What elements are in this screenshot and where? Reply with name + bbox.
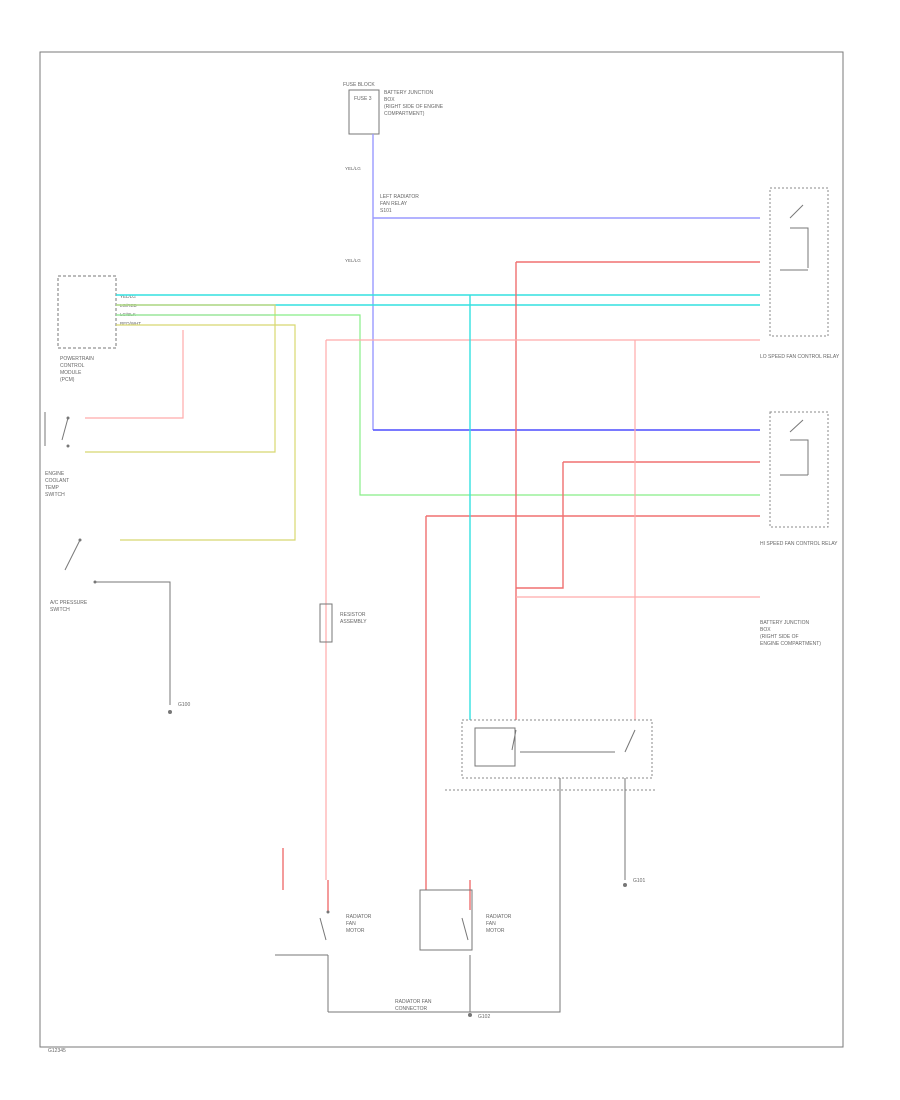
pcm-label-1: POWERTRAIN (60, 356, 94, 362)
ground-label-2: G101 (633, 878, 645, 884)
motor-label-6: MOTOR (486, 928, 505, 934)
lo-relay-label: LO SPEED FAN CONTROL RELAY (760, 354, 840, 360)
motor-label-1: RADIATOR (346, 914, 372, 920)
pcm-label-3: MODULE (60, 370, 82, 376)
fuse-block-label-3: BOX (384, 97, 395, 103)
wire-violet-main: YEL/LG YEL/LG LEFT RADIATOR FAN RELAY S1… (345, 134, 760, 431)
diagram-frame (39, 51, 844, 1048)
pcm-module: POWERTRAIN CONTROL MODULE (PCM) YEL/LG L… (57, 275, 141, 383)
bottom-conn-label-2: CONNECTOR (395, 1006, 428, 1012)
battery-junction: BATTERY JUNCTION BOX (RIGHT SIDE OF ENGI… (760, 620, 821, 647)
splice-label-1: LEFT RADIATOR (380, 194, 419, 200)
hi-speed-relay: HI SPEED FAN CONTROL RELAY (760, 411, 838, 547)
fuse-block-label-1: FUSE BLOCK (343, 82, 375, 88)
switch-label-4: SWITCH (45, 492, 65, 498)
hi-relay-label: HI SPEED FAN CONTROL RELAY (760, 541, 838, 547)
ac-pressure-switch: A/C PRESSURE SWITCH G100 (50, 538, 190, 714)
bottom-conn-label-1: RADIATOR FAN (395, 999, 432, 1005)
wire-label-top-2: YEL/LG (345, 258, 361, 263)
switch-label-3: TEMP (45, 485, 60, 491)
motor-label-2: FAN (346, 921, 356, 927)
wires-red (282, 261, 760, 912)
diode-label-1: RESISTOR (340, 612, 366, 618)
fuse-label: FUSE 3 (354, 96, 372, 102)
ground-label-3: G102 (478, 1014, 490, 1020)
pressure-label-1: A/C PRESSURE (50, 600, 88, 606)
fuse-block-label-5: COMPARTMENT) (384, 111, 425, 117)
resistor-assembly: RESISTOR ASSEMBLY (319, 603, 367, 643)
battery-label-1: BATTERY JUNCTION (760, 620, 810, 626)
radiator-fan-motors: RADIATOR FAN MOTOR RADIATOR FAN MOTOR RA… (275, 889, 512, 1020)
motor-label-3: MOTOR (346, 928, 365, 934)
switch-label-1: ENGINE (45, 471, 65, 477)
fuse-block-label-4: (RIGHT SIDE OF ENGINE (384, 104, 444, 110)
lo-speed-relay: LO SPEED FAN CONTROL RELAY (760, 187, 840, 360)
central-relay: G101 (328, 719, 655, 1013)
page-ref: G12345 (48, 1048, 66, 1054)
motor-label-4: RADIATOR (486, 914, 512, 920)
splice-label-3: S101 (380, 208, 392, 214)
pcm-pin-4: RED/WHT (120, 321, 141, 326)
wire-label-top-1: YEL/LG (345, 166, 361, 171)
diode-label-2: ASSEMBLY (340, 619, 367, 625)
motor-label-5: FAN (486, 921, 496, 927)
coolant-switch: ENGINE COOLANT TEMP SWITCH (44, 412, 70, 498)
fuse-block-label-2: BATTERY JUNCTION (384, 90, 434, 96)
splice-label-2: FAN RELAY (380, 201, 408, 207)
battery-label-4: ENGINE COMPARTMENT) (760, 641, 821, 647)
ground-label-1: G100 (178, 702, 190, 708)
pcm-label-4: (PCM) (60, 377, 75, 383)
switch-label-2: COOLANT (45, 478, 69, 484)
battery-label-2: BOX (760, 627, 771, 633)
battery-label-3: (RIGHT SIDE OF (760, 634, 799, 640)
pcm-label-2: CONTROL (60, 363, 85, 369)
fuse-block: FUSE BLOCK BATTERY JUNCTION BOX (RIGHT S… (343, 82, 444, 135)
pcm-pin-1: YEL/LG (120, 294, 136, 299)
pcm-wires (85, 294, 760, 541)
pressure-label-2: SWITCH (50, 607, 70, 613)
